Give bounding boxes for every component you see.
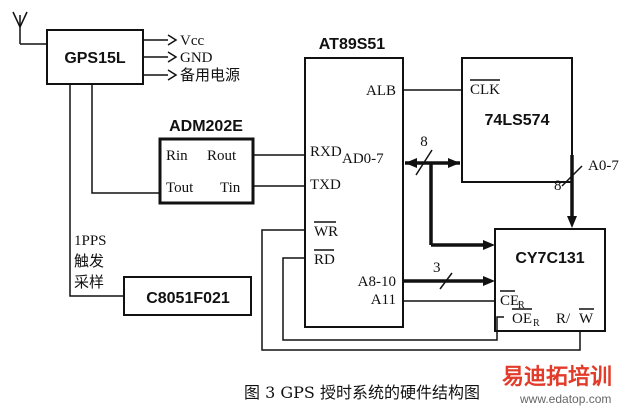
c8051f021-title: C8051F021 <box>146 290 230 307</box>
adm202e-block <box>158 137 255 205</box>
at89s51-block <box>304 57 404 328</box>
tout-label: Tout <box>166 180 194 196</box>
vcc-label: Vcc <box>180 33 204 49</box>
alb-label: ALB <box>366 83 396 99</box>
watermark-logo: 易迪拓培训 www.edatop.com <box>502 364 612 406</box>
sampling-label: 采样 <box>74 273 104 291</box>
oe-label: OE <box>512 311 532 327</box>
rd-wire <box>282 257 504 341</box>
rin-label: Rin <box>166 148 188 164</box>
rd-label: RD <box>314 252 335 268</box>
svg-text:W: W <box>579 311 594 327</box>
svg-text:R: R <box>518 300 525 311</box>
1pps-label: 1PPS <box>74 233 107 249</box>
cy7c131-block <box>494 228 606 332</box>
ad0-7-label: AD0-7 <box>342 151 384 167</box>
latch-out-width: 8 <box>554 178 562 194</box>
gps-1pps-wire <box>69 84 124 297</box>
rw-label: R/ <box>556 311 571 327</box>
gps-to-adm-wire <box>91 84 160 194</box>
rout-label: Rout <box>207 148 237 164</box>
trigger-label: 触发 <box>74 252 104 270</box>
wr-label: WR <box>314 224 338 240</box>
wr-wire <box>261 229 581 351</box>
gnd-label: GND <box>180 50 213 66</box>
latch-out-label: A0-7 <box>588 158 619 174</box>
tin-label: Tin <box>220 180 241 196</box>
figure-caption: 图 3 GPS 授时系统的硬件结构图 <box>244 383 480 402</box>
clk-label: CLK <box>470 82 500 98</box>
74ls574-block <box>461 57 573 183</box>
rxd-label: RXD <box>310 144 342 160</box>
cy7c131-title: CY7C131 <box>515 250 584 267</box>
ce-label: CE <box>500 293 519 309</box>
txd-label: TXD <box>310 177 341 193</box>
at89s51-title: AT89S51 <box>319 36 386 53</box>
svg-text:易迪拓培训: 易迪拓培训 <box>502 364 612 390</box>
74ls574-title: 74LS574 <box>485 112 550 129</box>
adm202e-title: ADM202E <box>169 118 243 135</box>
a11-label: A11 <box>371 292 396 308</box>
svg-text:R: R <box>533 318 540 329</box>
svg-text:www.edatop.com: www.edatop.com <box>519 392 611 406</box>
ad-bus-width: 8 <box>420 134 428 150</box>
antenna-icon <box>12 11 47 45</box>
addr-bus-width: 3 <box>433 260 441 276</box>
a8-10-label: A8-10 <box>358 274 396 290</box>
c8051f021-block <box>123 276 252 316</box>
gps15l-title: GPS15L <box>64 50 126 67</box>
backup-power-label: 备用电源 <box>180 66 240 84</box>
